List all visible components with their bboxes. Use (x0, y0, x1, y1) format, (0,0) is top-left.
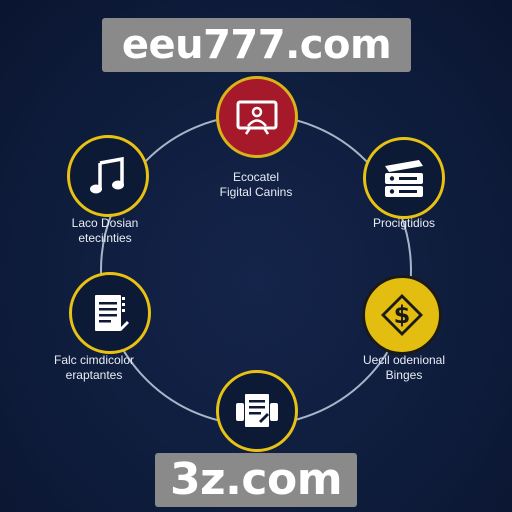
node-document (216, 370, 298, 452)
dollar-icon: $ (381, 294, 423, 336)
node-music-label-line1: Laco Dosian (71, 216, 139, 230)
document-icon (236, 394, 278, 427)
watermark-top: eeu777.com (102, 18, 411, 72)
node-dollar-label-line2: Binges (385, 368, 423, 382)
node-notepad-label-line1: Falc cimdicolor (53, 353, 134, 367)
node-music-label: Laco Dosian eteciinties (50, 216, 160, 246)
watermark-bottom: 3z.com (155, 453, 357, 507)
node-presentation-label-line2: Figital Canins (219, 185, 293, 199)
node-music (67, 135, 149, 217)
node-presentation (216, 76, 298, 158)
node-presentation-label: Ecocatel Figital Canins (196, 170, 316, 200)
notepad-icon (95, 295, 129, 331)
node-dollar-label-line1: Uecil odenional (362, 353, 446, 367)
node-dollar: $ (362, 275, 442, 355)
node-notepad-label: Falc cimdicolor eraptantes (36, 353, 152, 383)
presentation-icon (236, 100, 278, 135)
node-notepad (69, 272, 151, 354)
node-dollar-label: Uecil odenional Binges (350, 353, 458, 383)
node-server (363, 137, 445, 219)
music-note-icon (90, 156, 124, 194)
node-server-label: Procigtidios (352, 216, 456, 231)
node-notepad-label-line2: eraptantes (65, 368, 123, 382)
server-icon (385, 160, 423, 197)
svg-text:$: $ (394, 301, 411, 329)
node-server-label-line1: Procigtidios (372, 216, 436, 230)
node-music-label-line2: eteciinties (78, 231, 132, 245)
node-presentation-label-line1: Ecocatel (232, 170, 280, 184)
